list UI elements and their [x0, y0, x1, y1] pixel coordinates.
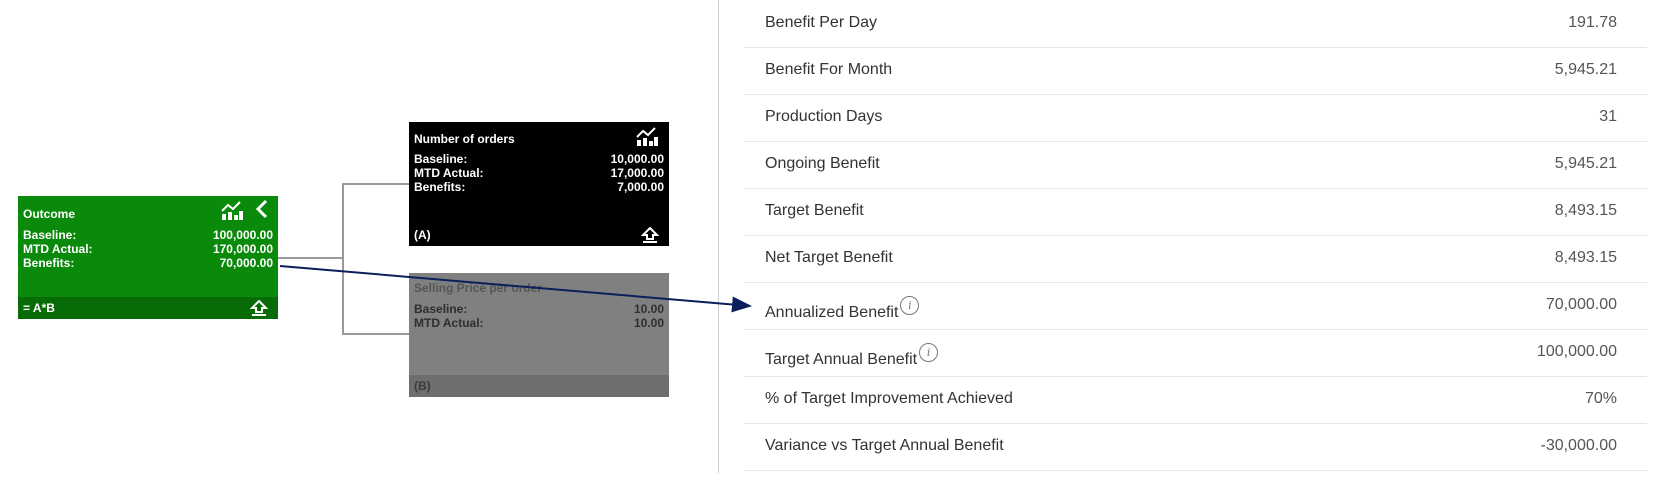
card-footer: (B): [409, 375, 669, 397]
mtd-actual-label: MTD Actual:: [23, 242, 93, 256]
detail-label: Net Target Benefit: [765, 249, 893, 266]
mtd-actual-value: 170,000.00: [212, 242, 273, 256]
detail-row-benefit-per-day: Benefit Per Day 191.78: [744, 0, 1647, 48]
mtd-actual-row: MTD Actual: 170,000.00: [23, 242, 273, 256]
card-title: Outcome: [23, 207, 76, 221]
detail-row-target-improvement: % of Target Improvement Achieved 70%: [744, 376, 1647, 424]
detail-row-benefit-for-month: Benefit For Month 5,945.21: [744, 47, 1647, 95]
connector-vertical: [342, 183, 344, 335]
benefits-value: 7,000.00: [617, 180, 664, 194]
detail-row-target-benefit: Target Benefit 8,493.15: [744, 188, 1647, 236]
detail-row-production-days: Production Days 31: [744, 94, 1647, 142]
info-icon[interactable]: i: [919, 343, 939, 362]
selling-price-card[interactable]: Selling Price per order Baseline: 10.00 …: [409, 273, 669, 397]
card-metrics: Baseline: 10.00 MTD Actual: 10.00: [414, 302, 664, 330]
detail-value: 100,000.00: [1536, 343, 1617, 360]
benefits-label: Benefits:: [414, 180, 466, 194]
benefits-row: Benefits: 70,000.00: [23, 256, 273, 270]
mtd-actual-label: MTD Actual:: [414, 316, 484, 330]
baseline-row: Baseline: 100,000.00: [23, 228, 273, 242]
baseline-row: Baseline: 10,000.00: [414, 152, 664, 166]
detail-label: Production Days: [765, 108, 883, 125]
baseline-row: Baseline: 10.00: [414, 302, 664, 316]
mtd-actual-value: 10.00: [633, 316, 664, 330]
chart-icon[interactable]: [635, 125, 661, 147]
card-metrics: Baseline: 10,000.00 MTD Actual: 17,000.0…: [414, 152, 664, 194]
outcome-card[interactable]: Outcome Baseline: 100,000.00 MTD Actual:…: [18, 196, 278, 319]
baseline-value: 10.00: [633, 302, 664, 316]
detail-value: 8,493.15: [1554, 249, 1617, 266]
benefits-value: 70,000.00: [219, 256, 273, 270]
baseline-label: Baseline:: [414, 152, 468, 166]
detail-label: % of Target Improvement Achieved: [765, 390, 1013, 407]
detail-row-net-target-benefit: Net Target Benefit 8,493.15: [744, 235, 1647, 283]
mtd-actual-row: MTD Actual: 17,000.00: [414, 166, 664, 180]
detail-value: 70,000.00: [1545, 296, 1617, 313]
benefits-row: Benefits: 7,000.00: [414, 180, 664, 194]
mtd-actual-value: 17,000.00: [610, 166, 664, 180]
detail-label: Benefit For Month: [765, 61, 893, 78]
info-icon[interactable]: i: [900, 296, 920, 315]
card-title: Selling Price per order: [414, 281, 543, 295]
connector-main: [278, 257, 343, 259]
detail-label: Target Benefit: [765, 202, 864, 219]
card-footer: (A): [409, 224, 669, 246]
detail-label-text: Target Annual Benefit: [765, 351, 918, 368]
baseline-label: Baseline:: [23, 228, 77, 242]
connector-to-price: [342, 333, 409, 335]
detail-value: 5,945.21: [1554, 155, 1617, 172]
benefits-label: Benefits:: [23, 256, 75, 270]
card-metrics: Baseline: 100,000.00 MTD Actual: 170,000…: [23, 228, 273, 270]
mtd-actual-row: MTD Actual: 10.00: [414, 316, 664, 330]
detail-row-ongoing-benefit: Ongoing Benefit 5,945.21: [744, 141, 1647, 189]
detail-label: Benefit Per Day: [765, 14, 878, 31]
chart-icon[interactable]: [220, 199, 246, 221]
upload-icon[interactable]: [640, 226, 660, 243]
detail-label: Ongoing Benefit: [765, 155, 880, 172]
card-footer-label: (A): [414, 228, 431, 242]
detail-label-text: Annualized Benefit: [765, 304, 899, 321]
baseline-label: Baseline:: [414, 302, 468, 316]
mtd-actual-label: MTD Actual:: [414, 166, 484, 180]
chevron-left-icon[interactable]: [254, 198, 270, 223]
detail-value: 70%: [1584, 390, 1617, 407]
detail-value: 31: [1599, 108, 1617, 125]
card-footer: = A*B: [18, 297, 278, 319]
orders-card[interactable]: Number of orders Baseline: 10,000.00 MTD…: [409, 122, 669, 246]
connector-to-orders: [342, 183, 409, 185]
baseline-value: 100,000.00: [212, 228, 273, 242]
detail-label: Variance vs Target Annual Benefit: [765, 437, 1004, 454]
detail-row-variance: Variance vs Target Annual Benefit -30,00…: [744, 423, 1647, 471]
formula-label: = A*B: [23, 301, 55, 315]
detail-value: 8,493.15: [1554, 202, 1617, 219]
benefit-details-panel: Benefit Per Day 191.78 Benefit For Month…: [718, 0, 1661, 473]
upload-icon[interactable]: [249, 299, 269, 316]
card-title: Number of orders: [414, 132, 515, 146]
baseline-value: 10,000.00: [610, 152, 664, 166]
detail-value: 191.78: [1568, 14, 1617, 31]
detail-value: -30,000.00: [1540, 437, 1617, 454]
detail-value: 5,945.21: [1554, 61, 1617, 78]
card-footer-label: (B): [414, 379, 431, 393]
